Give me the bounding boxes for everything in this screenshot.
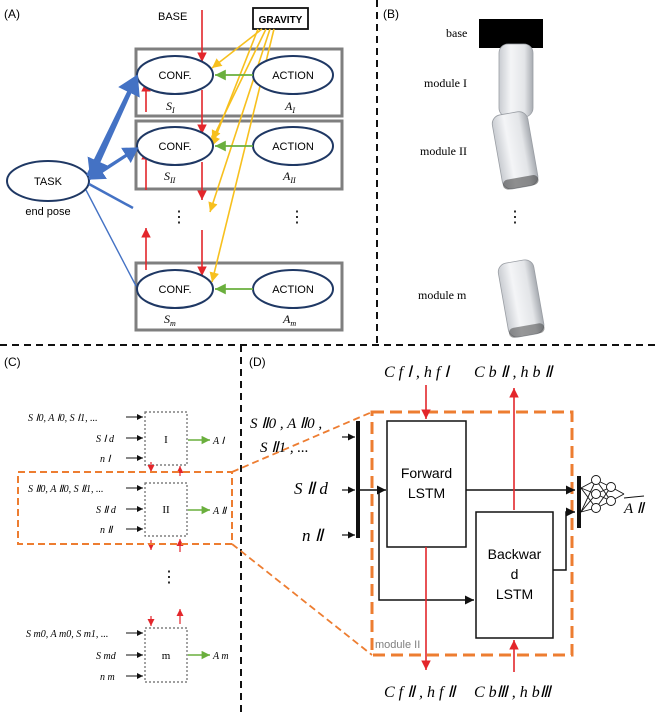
d-top-left: C f Ⅰ , h f Ⅰ	[384, 364, 451, 381]
s-label-1: SI	[166, 99, 175, 115]
backward-lstm-label-2: d	[511, 566, 519, 582]
panel-c-label: (C)	[4, 355, 21, 369]
s-label-m: Sm	[164, 312, 176, 328]
d-output-bar	[577, 476, 581, 528]
forward-lstm-label-2: LSTM	[408, 485, 445, 501]
c-box-1-label: I	[164, 434, 168, 446]
c-row1-seq: S Ⅰ0, A Ⅰ0, S Ⅰ1, ...	[28, 413, 98, 424]
task-label: TASK	[34, 176, 63, 188]
c-row2-n: n Ⅱ	[100, 525, 114, 536]
panel-c: (C) S Ⅰ0, A Ⅰ0, S Ⅰ1, ... S Ⅰ d n Ⅰ I A …	[4, 355, 233, 683]
backward-lstm-label-1: Backwar	[488, 546, 542, 562]
c-rowm-sd: S md	[96, 651, 117, 662]
ellipsis-a-left: ⋮	[171, 209, 187, 226]
module-1-cylinder	[498, 43, 534, 118]
gravity-arrows	[208, 28, 275, 283]
conf-label-1: CONF.	[159, 70, 192, 82]
c-out-1: A Ⅰ	[212, 436, 225, 447]
d-bottom-left: C f Ⅱ , h f Ⅱ	[384, 684, 457, 701]
panel-b-label: (B)	[383, 7, 399, 21]
module-2-label: module II	[420, 144, 467, 158]
s-label-2: SII	[164, 169, 176, 185]
forward-lstm-label-1: Forward	[401, 465, 452, 481]
d-output-label: A Ⅱ	[623, 501, 646, 517]
base-block	[479, 19, 543, 48]
c-box-1	[144, 411, 188, 466]
module-m-label: module m	[418, 288, 467, 302]
panel-a: (A) BASE GRAVITY CONF. CONF. CONF.	[4, 7, 344, 332]
c-box-m-label: m	[162, 650, 171, 662]
ellipsis-a-right: ⋮	[289, 209, 305, 226]
d-input-sd: S Ⅱ d	[294, 479, 328, 498]
task-arrows	[85, 74, 140, 287]
conf-node-2	[136, 126, 214, 166]
d-neural-net-icon	[580, 475, 625, 513]
d-module-label: module II	[375, 639, 420, 651]
a-label-1: AI	[284, 99, 295, 115]
d-concat-bar	[356, 421, 360, 538]
c-out-2: A Ⅱ	[212, 506, 227, 517]
end-pose-label: end pose	[25, 206, 70, 218]
d-input-seq-2: S Ⅱ1 , ...	[260, 440, 309, 456]
c-row1-n: n Ⅰ	[100, 454, 112, 465]
c-row2-sd: S Ⅱ d	[96, 505, 117, 516]
panel-d-label: (D)	[249, 355, 266, 369]
ellipsis-b: ⋮	[507, 209, 523, 226]
action-label-m: ACTION	[272, 284, 314, 296]
backward-lstm	[475, 511, 554, 639]
action-label-2: ACTION	[272, 141, 314, 153]
d-module-frame	[370, 410, 574, 657]
c-box-m	[144, 627, 188, 683]
d-bottom-right: C bⅢ , h bⅢ	[474, 684, 553, 701]
forward-lstm	[386, 420, 467, 548]
conf-label-m: CONF.	[159, 284, 192, 296]
base-b-label: base	[446, 26, 467, 40]
c-selection-box	[17, 471, 233, 545]
a-label-2: AII	[282, 169, 296, 185]
panel-d: (D) module II S Ⅱ0 , A Ⅱ0 , S Ⅱ1 , ... S…	[231, 355, 646, 701]
d-input-n: n Ⅱ	[302, 526, 325, 545]
c-out-m: A m	[212, 651, 229, 662]
c-box-2	[144, 482, 188, 537]
action-label-1: ACTION	[272, 70, 314, 82]
conf-node-m	[136, 269, 214, 309]
d-input-seq-1: S Ⅱ0 , A Ⅱ0 ,	[250, 416, 322, 432]
d-top-right: C b Ⅱ , h b Ⅱ	[474, 364, 555, 381]
gravity-label: GRAVITY	[259, 15, 303, 26]
base-label: BASE	[158, 11, 187, 23]
conf-label-2: CONF.	[159, 141, 192, 153]
panel-a-label: (A)	[4, 7, 20, 21]
panel-b: (B) base module I module II ⋮ module m	[383, 7, 545, 338]
c-rowm-n: n m	[100, 672, 115, 683]
c-row2-seq: S Ⅱ0, A Ⅱ0, S Ⅱ1, ...	[28, 484, 104, 495]
c-rowm-seq: S m0, A m0, S m1, ...	[26, 629, 108, 640]
backward-lstm-label-3: LSTM	[496, 586, 533, 602]
gravity-box	[252, 7, 309, 30]
task-node	[6, 160, 90, 202]
c-row1-sd: S Ⅰ d	[96, 434, 115, 445]
ellipsis-c: ⋮	[161, 569, 177, 586]
module-box-m	[134, 261, 344, 332]
module-1-label: module I	[424, 76, 467, 90]
c-box-2-label: II	[162, 504, 170, 516]
a-label-m: Am	[282, 312, 296, 328]
